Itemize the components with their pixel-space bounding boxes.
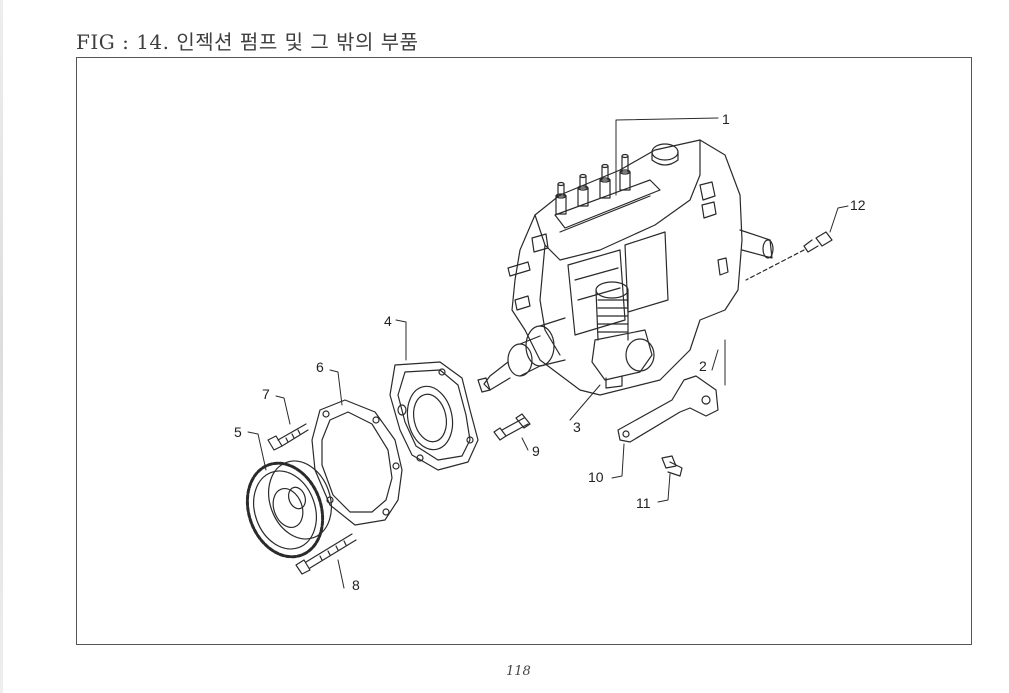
injection-pump [477,139,774,396]
drive-shaft [477,317,566,393]
callout-2: 2 [699,358,707,374]
leader-lines [247,117,849,589]
callout-1: 1 [722,111,730,127]
scan-edge [0,0,3,693]
callout-6: 6 [316,359,324,375]
callout-11: 11 [636,495,651,511]
callouts: 1 2 3 4 5 6 7 8 9 10 11 12 [234,111,866,593]
callout-10: 10 [588,469,604,485]
callout-5: 5 [234,424,242,440]
page-number: 118 [506,664,531,679]
delivery-valves [555,153,631,215]
fitting-12 [745,231,833,281]
bracket [617,375,719,443]
callout-12: 12 [850,197,866,213]
bolt-7 [267,423,309,451]
callout-9: 9 [532,443,540,459]
gasket [311,399,403,526]
flange-cover [389,361,479,471]
figure-frame [76,57,972,645]
callout-4: 4 [384,313,392,329]
stud-bolt-8 [295,533,357,575]
bolt-11 [661,455,683,477]
callout-7: 7 [262,386,270,402]
feed-pump [591,281,655,389]
bolt-9 [493,413,531,441]
callout-3: 3 [573,419,581,435]
figure-title: FIG : 14. 인젝션 펌프 및 그 밖의 부품 [76,30,419,54]
drive-gear [245,460,332,559]
callout-8: 8 [352,577,360,593]
